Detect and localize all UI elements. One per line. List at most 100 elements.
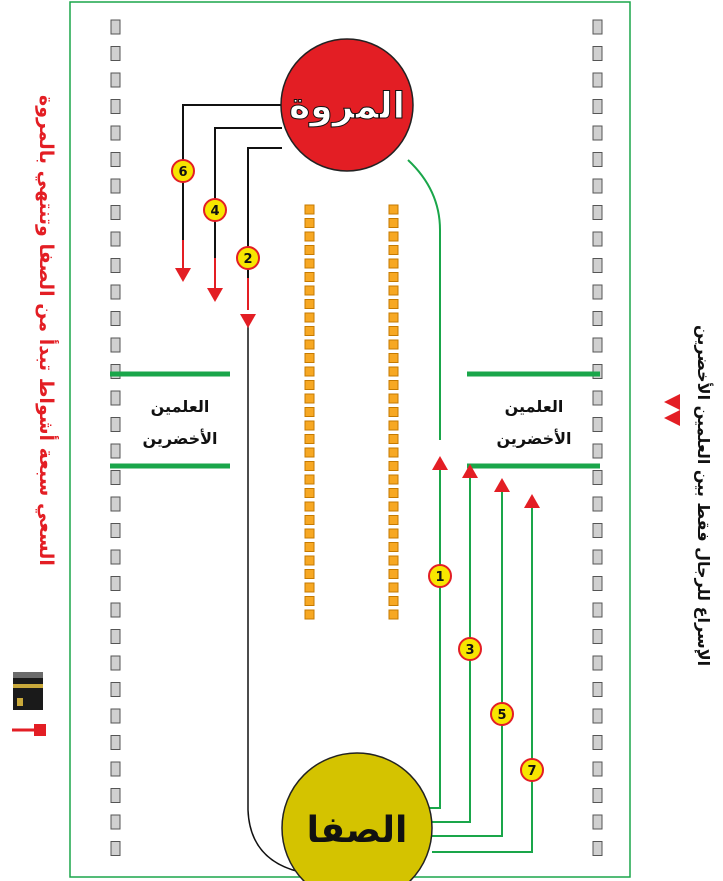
- wall-block: [110, 390, 121, 406]
- wall-block: [110, 761, 121, 777]
- wall-block: [592, 46, 603, 61]
- wall-block: [110, 19, 121, 35]
- svg-text:6: 6: [178, 165, 187, 180]
- wall-block: [110, 443, 121, 459]
- wall-block: [592, 72, 603, 88]
- wall-block: [110, 46, 121, 61]
- pillar: [304, 515, 315, 525]
- wall-block: [592, 443, 603, 459]
- wall-block: [110, 814, 121, 830]
- lap-badge-1: 1: [428, 564, 452, 588]
- pillar: [388, 555, 399, 566]
- pillar: [388, 542, 399, 552]
- pillar: [304, 204, 315, 215]
- lap-2-path: [247, 147, 282, 310]
- pillar: [304, 407, 315, 417]
- lap-6-path: [182, 104, 282, 272]
- left-side-note: السعي سبعة أشواط تبدأ من الصفا وتنتهي با…: [35, 95, 59, 566]
- lap-4-path: [214, 127, 282, 290]
- green-marker-right: العلمين الأخضرين: [467, 371, 600, 469]
- double-arrow-icon: [664, 394, 680, 426]
- pillar: [388, 582, 399, 593]
- svg-text:1: 1: [435, 570, 444, 585]
- pillar: [304, 258, 315, 269]
- svg-text:2: 2: [243, 252, 252, 267]
- pillar: [304, 393, 315, 404]
- wall-block: [110, 231, 121, 247]
- green-marker-left-line1: العلمين: [151, 397, 210, 416]
- lap-7-path: [432, 508, 533, 853]
- direction-indicator-icon: [12, 724, 46, 736]
- wall-block: [592, 788, 603, 803]
- wall-block: [592, 496, 603, 512]
- lap-3-path: [420, 478, 471, 823]
- pillar: [388, 501, 399, 512]
- return-paths: [175, 104, 282, 328]
- pillar: [388, 474, 399, 485]
- pillar: [304, 461, 315, 471]
- wall-block: [110, 258, 121, 273]
- lap-3-arrow-icon: [462, 464, 478, 478]
- lap-5-path: [432, 492, 503, 837]
- svg-text:7: 7: [527, 764, 536, 779]
- wall-block: [592, 761, 603, 777]
- wall-block: [110, 99, 121, 114]
- pillar: [304, 312, 315, 323]
- wall-block: [592, 99, 603, 114]
- pillar: [388, 528, 399, 539]
- pillar: [304, 596, 315, 606]
- wall-block: [592, 602, 603, 618]
- pillar: [304, 231, 315, 242]
- pillar: [388, 312, 399, 323]
- wall-block: [110, 629, 121, 644]
- lap-badge-6: 6: [171, 159, 195, 183]
- pillar: [304, 488, 315, 498]
- wall-block: [110, 311, 121, 326]
- pillar: [388, 339, 399, 350]
- wall-block: [110, 841, 121, 856]
- wall-block: [592, 390, 603, 406]
- pillar: [304, 474, 315, 485]
- wall-block: [592, 655, 603, 671]
- wall-block: [592, 549, 603, 565]
- pillar: [304, 609, 315, 620]
- safa-label: الصفا: [307, 810, 408, 851]
- wall-block: [110, 284, 121, 300]
- wall-block: [592, 152, 603, 167]
- svg-text:4: 4: [210, 204, 219, 219]
- pillar: [304, 272, 315, 282]
- pillar: [304, 528, 315, 539]
- pillar: [388, 231, 399, 242]
- pillar: [388, 353, 399, 363]
- wall-block: [592, 258, 603, 273]
- wall-block: [110, 708, 121, 724]
- lap-badge-3: 3: [458, 637, 482, 661]
- wall-block: [592, 205, 603, 220]
- wall-block: [592, 284, 603, 300]
- green-marker-right-line1: العلمين: [505, 397, 564, 416]
- pillar: [304, 447, 315, 458]
- pillar: [304, 245, 315, 255]
- wall-block: [110, 337, 121, 353]
- pillar: [304, 299, 315, 309]
- safa-hill: الصفا: [281, 752, 433, 881]
- pillar: [388, 366, 399, 377]
- wall-block: [110, 576, 121, 591]
- forward-paths: [400, 456, 540, 853]
- pillar: [304, 326, 315, 336]
- pillar: [304, 380, 315, 390]
- pillar: [304, 569, 315, 579]
- pillar: [304, 285, 315, 296]
- lap-badge-4: 4: [203, 198, 227, 222]
- wall-block: [592, 735, 603, 750]
- pillar: [388, 420, 399, 431]
- wall-block: [592, 841, 603, 856]
- wall-column-right: [592, 19, 603, 856]
- wall-block: [110, 735, 121, 750]
- green-path-upper: [407, 159, 441, 440]
- marwa-hill: المروة: [280, 38, 414, 172]
- pillar: [388, 380, 399, 390]
- wall-block: [110, 417, 121, 432]
- return-walkway-line: [247, 318, 301, 873]
- lap-1-path: [400, 470, 441, 809]
